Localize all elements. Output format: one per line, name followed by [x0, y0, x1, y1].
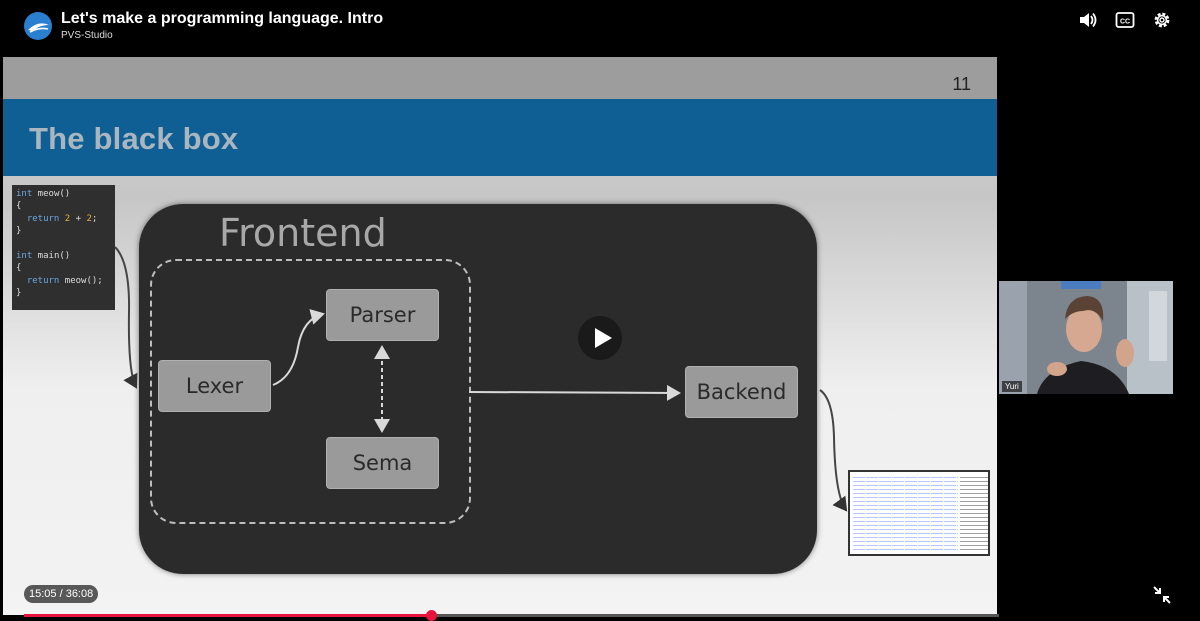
- progress-played: [24, 614, 431, 617]
- slide-top-band: [3, 57, 997, 99]
- channel-name[interactable]: PVS-Studio: [61, 30, 113, 41]
- captions-icon[interactable]: CC: [1114, 9, 1136, 31]
- binary-output-hexdump: [848, 470, 990, 556]
- volume-icon[interactable]: [1077, 9, 1099, 31]
- time-display: 15:05 / 36:08: [24, 585, 99, 603]
- arrow-frontend-to-backend: [468, 384, 681, 401]
- frontend-label: Frontend: [219, 211, 387, 255]
- video-frame[interactable]: 11 The black box int meow() { return 2 +…: [3, 57, 997, 615]
- code-line: return 2 + 2;: [26, 213, 98, 224]
- node-backend: Backend: [685, 366, 798, 418]
- exit-fullscreen-icon[interactable]: [1151, 584, 1173, 606]
- diagram-arrows: [114, 246, 848, 512]
- slide-title: The black box: [29, 121, 239, 156]
- svg-text:CC: CC: [1120, 19, 1130, 26]
- arrow-code-to-frontend: [114, 246, 138, 389]
- code-snippet: int meow() { return 2 + 2; } int main() …: [12, 185, 115, 310]
- node-sema: Sema: [326, 437, 439, 489]
- code-line: }: [16, 226, 22, 237]
- progress-scrubber[interactable]: [426, 610, 437, 621]
- play-button[interactable]: [578, 316, 622, 360]
- arrow-backend-to-output: [819, 389, 848, 512]
- progress-bar[interactable]: [24, 610, 999, 621]
- slide-header-band: [3, 99, 997, 176]
- top-bar: Let's make a programming language. Intro…: [0, 0, 1200, 56]
- code-line: int meow(): [16, 189, 71, 199]
- arrow-lexer-to-parser: [272, 309, 325, 386]
- code-line: }: [16, 288, 22, 299]
- code-line: int main(): [16, 251, 71, 262]
- node-parser: Parser: [326, 289, 439, 341]
- speaker-name-tag: Yuri: [1002, 381, 1022, 392]
- slide-number: 11: [952, 74, 971, 94]
- gear-icon[interactable]: [1151, 9, 1173, 31]
- channel-logo[interactable]: [24, 12, 52, 40]
- code-line: {: [16, 263, 22, 274]
- code-line: {: [16, 201, 22, 212]
- code-line: return meow();: [26, 275, 103, 286]
- node-lexer: Lexer: [158, 360, 271, 412]
- speaker-webcam: [999, 281, 1173, 394]
- video-title[interactable]: Let's make a programming language. Intro: [61, 10, 384, 27]
